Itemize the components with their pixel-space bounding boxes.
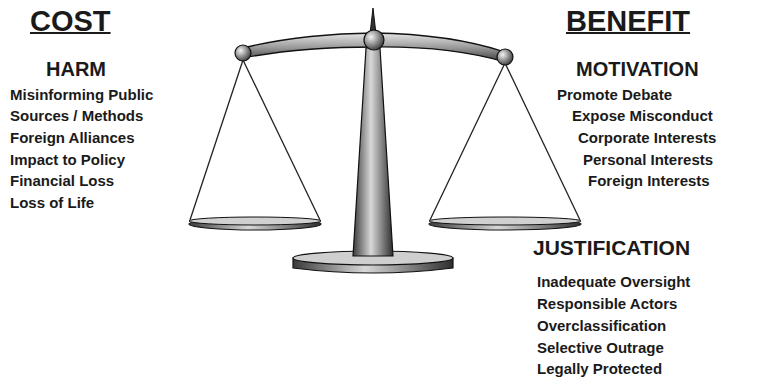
subheading: MOTIVATION (576, 58, 699, 80)
list-item: Financial Loss (10, 173, 114, 190)
subheading: HARM (46, 58, 106, 80)
string (243, 60, 320, 220)
end-ball (235, 45, 251, 61)
list-item: Misinforming Public (10, 87, 153, 104)
string (430, 63, 505, 220)
list-item: Loss of Life (10, 195, 94, 212)
heading: COST (30, 6, 111, 38)
list-item: Personal Interests (583, 152, 713, 169)
heading: BENEFIT (566, 6, 690, 38)
list-item: Foreign Alliances (10, 130, 134, 147)
subheading: JUSTIFICATION (533, 236, 690, 259)
list-item: Overclassification (537, 318, 666, 335)
list-item: Corporate Interests (578, 130, 716, 147)
left-pan (189, 218, 321, 230)
list-item: Promote Debate (557, 87, 672, 104)
left-pan-top (189, 217, 321, 225)
list-item: Selective Outrage (537, 340, 664, 357)
scale-pole (353, 48, 393, 256)
list-item: Foreign Interests (588, 173, 710, 190)
list-item: Legally Protected (537, 361, 662, 378)
end-ball (497, 49, 513, 65)
list-item: Responsible Actors (537, 296, 677, 313)
list-item: Inadequate Oversight (537, 274, 690, 291)
pivot-ball (364, 30, 384, 50)
list-item: Expose Misconduct (572, 108, 713, 125)
right-pan-top (429, 217, 581, 225)
list-item: Impact to Policy (10, 152, 125, 169)
list-item: Sources / Methods (10, 108, 143, 125)
right-pan (429, 218, 581, 230)
string (190, 60, 243, 220)
